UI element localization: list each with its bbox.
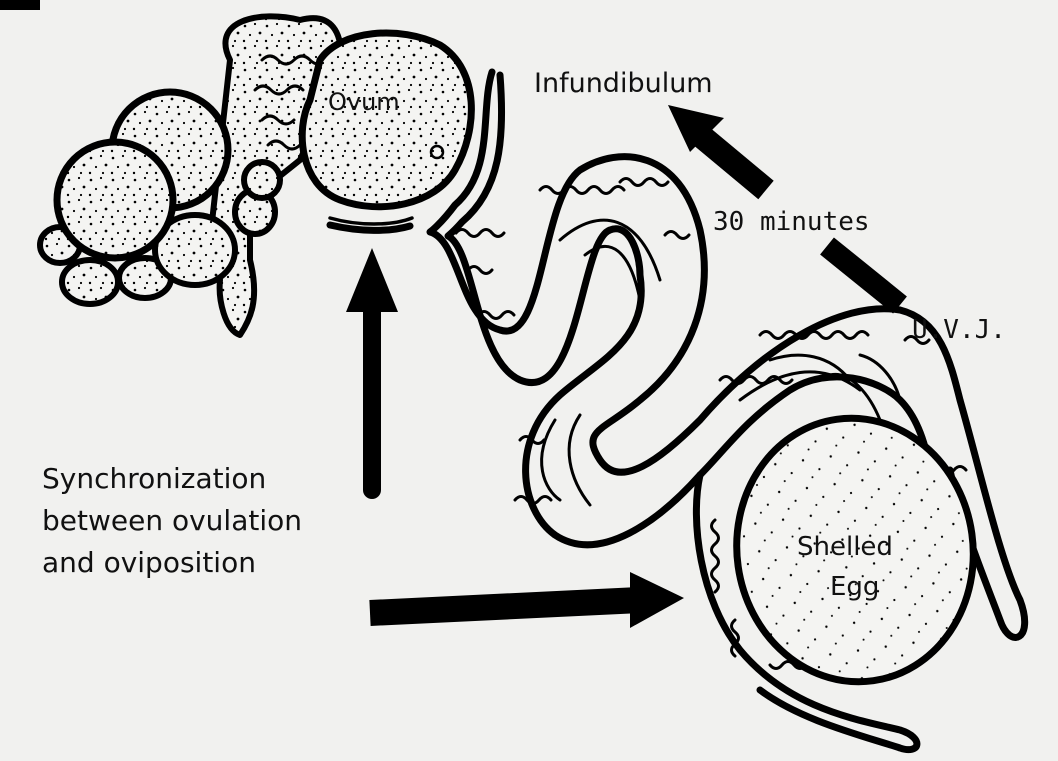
small-follicle bbox=[62, 260, 118, 304]
ovum: Ovum bbox=[302, 33, 471, 207]
large-follicle bbox=[57, 142, 173, 258]
up-arrow-head bbox=[346, 248, 398, 312]
small-follicle bbox=[244, 162, 280, 198]
ovum-body bbox=[302, 33, 471, 207]
corner-mark bbox=[0, 0, 40, 10]
ovary bbox=[40, 16, 341, 335]
infundibulum-label: Infundibulum bbox=[534, 68, 713, 99]
right-arrow-head bbox=[630, 572, 684, 628]
synchronization-label-line2: between ovulation bbox=[42, 504, 302, 537]
uterus: Shelled Egg bbox=[696, 403, 990, 750]
right-arrow-shaft bbox=[370, 600, 640, 613]
interval-arrow-shaft bbox=[700, 135, 766, 190]
ovum-label: Ovum bbox=[328, 88, 400, 116]
shelled-egg-label: Shelled bbox=[797, 532, 893, 562]
shelled-egg-label: Egg bbox=[830, 572, 879, 602]
synchronization-label-line3: and oviposition bbox=[42, 546, 256, 579]
synchronization-label-line1: Synchronization bbox=[42, 462, 266, 495]
uvj-label: U.V.J. bbox=[912, 315, 1006, 345]
interval-arrow-segment bbox=[827, 246, 900, 305]
interval-label: 30 minutes bbox=[713, 207, 870, 237]
infundibulum-lip bbox=[330, 225, 410, 230]
